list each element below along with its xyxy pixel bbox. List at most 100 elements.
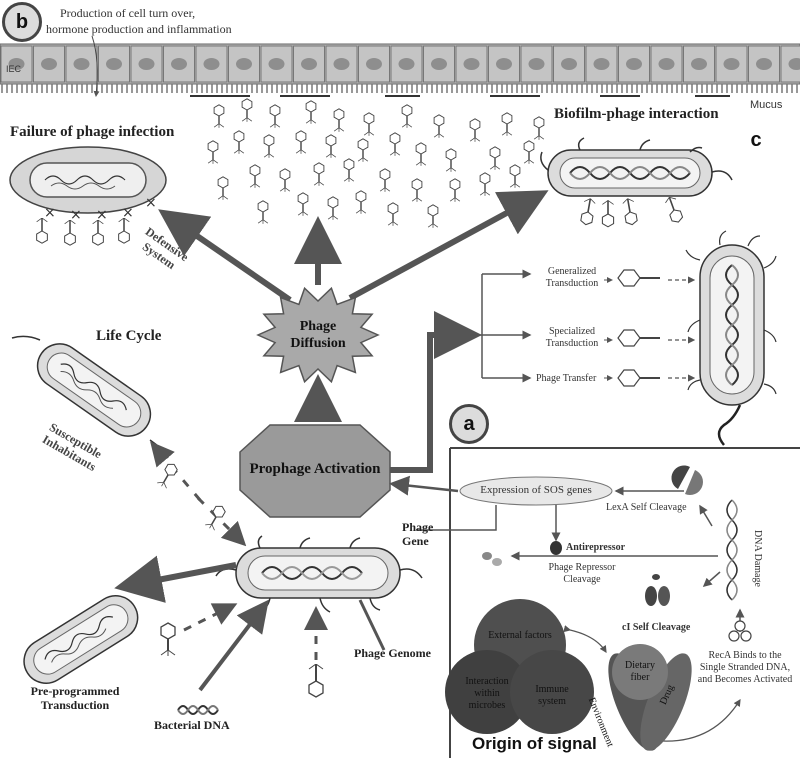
free-phage (313, 162, 325, 186)
free-phage (207, 140, 219, 164)
free-phage (415, 142, 427, 166)
svg-text:×: × (145, 195, 157, 211)
dietary-fiber-label: Dietary fiber (618, 660, 662, 684)
free-phage (389, 132, 401, 156)
cell-nucleus (138, 58, 155, 70)
prophage-activation-label: Prophage Activation (249, 461, 381, 477)
reca-icon (728, 620, 752, 642)
cell-nucleus (431, 58, 447, 70)
free-phage (401, 104, 413, 128)
phage-gene-label: Phage Gene (402, 520, 433, 548)
preprogrammed-line1: Pre-programmed (30, 684, 120, 698)
origin-signal-petals (608, 644, 692, 751)
sos-genes-label: Expression of SOS genes (480, 484, 592, 496)
phage-diffusion-label: Phage Diffusion (268, 318, 368, 352)
free-phage (269, 104, 281, 128)
intestinal-epithelium (0, 35, 800, 97)
phage-genome-label: Phage Genome (354, 646, 431, 660)
free-phage (489, 146, 501, 170)
free-phage (449, 178, 461, 202)
free-phage (479, 172, 491, 196)
cell-nucleus (106, 58, 122, 70)
free-phage (213, 104, 225, 128)
free-phage (257, 200, 269, 224)
cell-nucleus (658, 58, 675, 70)
free-phage (445, 148, 457, 172)
free-phage (363, 112, 375, 136)
preprogrammed-label: Pre-programmed Transduction (20, 684, 130, 712)
free-phage (433, 114, 445, 138)
free-phage (357, 138, 369, 162)
cell-nucleus (301, 58, 317, 70)
repressor-line2: Cleavage (563, 574, 601, 585)
specialized-line1: Specialized (548, 326, 596, 337)
free-phage (241, 98, 253, 122)
cell-nucleus (333, 58, 350, 70)
cell-nucleus (756, 58, 772, 70)
free-phage (509, 164, 521, 188)
cell-nucleus (236, 58, 252, 70)
cell-nucleus (561, 58, 577, 70)
life-cycle-bacterium (11, 335, 169, 459)
transduction-phages (617, 269, 660, 387)
svg-text:×: × (44, 205, 56, 221)
free-phage (263, 134, 275, 158)
panel-c-badge: c (736, 120, 776, 160)
free-phage (523, 140, 535, 164)
interaction-line2: within (474, 688, 500, 699)
biofilm-bacterium (540, 137, 733, 228)
specialized-line2: Transduction (545, 338, 599, 349)
free-phage (355, 190, 367, 214)
ci-cleavage-label: cI Self Cleavage (622, 622, 691, 633)
origin-title: Origin of signal (472, 734, 597, 753)
cell-nucleus (203, 58, 220, 70)
free-phage (387, 202, 399, 226)
free-phage (249, 164, 261, 188)
cell-nucleus (398, 58, 415, 70)
free-phage (217, 176, 229, 200)
epithelium-caption-line2: hormone production and inflammation (46, 22, 232, 36)
defended-bacterium: × × × × × (9, 146, 167, 246)
epithelium-caption-line1: Production of cell turn over, (60, 6, 196, 20)
microvilli (1, 84, 798, 93)
cell-nucleus (366, 58, 382, 70)
cell-nucleus (41, 58, 57, 70)
cell-nucleus (593, 58, 610, 70)
antirepressor-icon (550, 541, 562, 555)
generalized-transduction-label: Generalized Transduction (532, 266, 612, 290)
cell-nucleus (496, 58, 512, 70)
failure-title: Failure of phage infection (10, 124, 175, 140)
cell-nucleus (8, 58, 25, 70)
free-phage (343, 158, 355, 182)
bacterial-dna-label: Bacterial DNA (154, 718, 230, 732)
phage-transfer-label: Phage Transfer (536, 373, 597, 384)
immune-system-label: Immune system (524, 684, 580, 708)
svg-text:×: × (96, 207, 108, 223)
immune-line2: system (538, 696, 566, 707)
free-phage (333, 108, 345, 132)
reca-line2: Single Stranded DNA, (699, 662, 791, 673)
diffusion-arrows (158, 190, 549, 473)
dna-damage-label: DNA Damage (752, 530, 763, 587)
free-phage (327, 196, 339, 220)
cell-nucleus (528, 58, 545, 70)
free-phage-cloud (207, 98, 545, 228)
cell-nucleus (691, 58, 707, 70)
antirepressor-label: Antirepressor (566, 542, 626, 553)
cell-nucleus (463, 58, 480, 70)
dna-damage-helix (726, 499, 738, 601)
life-cycle-title: Life Cycle (96, 328, 162, 344)
free-phage (279, 168, 291, 192)
panel-a-badge: a (449, 404, 489, 444)
repressor-line1: Phage Repressor (548, 562, 616, 573)
origin-signal-circles (445, 599, 594, 734)
panel-a-box (389, 447, 800, 758)
reca-line3: and Becomes Activated (697, 674, 793, 685)
cell-nucleus (268, 58, 285, 70)
free-phage (411, 178, 423, 202)
dietary-line1: Dietary (625, 660, 655, 671)
free-phage (233, 130, 245, 154)
preprogrammed-bacterium (23, 594, 139, 684)
transduction-branch (470, 269, 696, 387)
